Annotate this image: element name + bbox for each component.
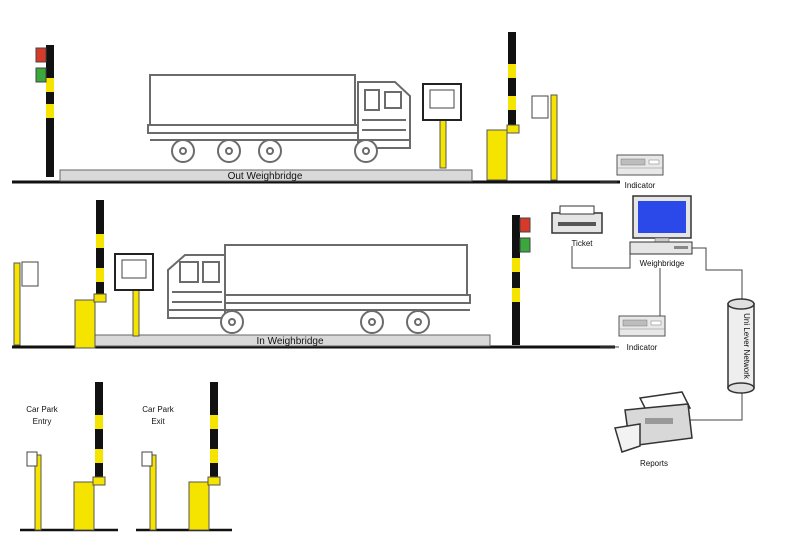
car-park-entry-label-1: Car Park xyxy=(26,405,59,414)
green-light-icon xyxy=(519,237,531,253)
indicator-bottom-label: Indicator xyxy=(627,343,658,352)
in-weighbridge-label: In Weighbridge xyxy=(256,336,324,347)
indicator-bottom-icon xyxy=(618,315,666,337)
car-park-exit-label-1: Car Park xyxy=(142,405,175,414)
car-park-entry: Car Park Entry xyxy=(20,382,118,532)
out-weighbridge-label: Out Weighbridge xyxy=(228,171,303,182)
in-kiosk-terminal xyxy=(114,253,154,337)
reports-label: Reports xyxy=(640,459,668,468)
ticket-label: Ticket xyxy=(571,239,593,248)
network-label: Uni Lever Network xyxy=(742,313,751,380)
in-weighbridge-lane: In Weighbridge xyxy=(12,200,666,352)
network-area: Ticket Weighbridge Uni Lever Network xyxy=(551,195,755,468)
reports-printer-icon xyxy=(614,391,693,453)
weighbridge-pc-label: Weighbridge xyxy=(640,259,685,268)
indicator-top-icon xyxy=(616,154,664,176)
ticket-printer-icon xyxy=(551,205,603,234)
car-park-entry-label-2: Entry xyxy=(33,417,52,426)
red-light-icon xyxy=(519,217,531,233)
out-traffic-light xyxy=(35,45,54,177)
out-ticket-post xyxy=(531,94,558,181)
out-barrier-gate xyxy=(486,32,520,181)
car-park-exit-label-2: Exit xyxy=(151,417,165,426)
red-light-icon xyxy=(35,47,47,63)
indicator-top-label: Indicator xyxy=(625,181,656,190)
car-park-exit: Car Park Exit xyxy=(136,382,232,532)
in-traffic-light xyxy=(512,215,531,345)
out-weighbridge-deck xyxy=(59,169,473,182)
weighbridge-computer-icon xyxy=(629,195,693,255)
out-truck-icon xyxy=(147,74,411,163)
out-kiosk-terminal xyxy=(422,83,462,169)
in-ticket-post xyxy=(13,261,39,346)
in-barrier-gate xyxy=(74,200,107,349)
out-weighbridge-lane: Out Weighbridge xyxy=(12,32,664,190)
green-light-icon xyxy=(35,67,47,83)
in-truck-icon xyxy=(167,244,471,334)
network-cylinder-icon xyxy=(727,298,755,394)
network-links xyxy=(571,246,743,421)
